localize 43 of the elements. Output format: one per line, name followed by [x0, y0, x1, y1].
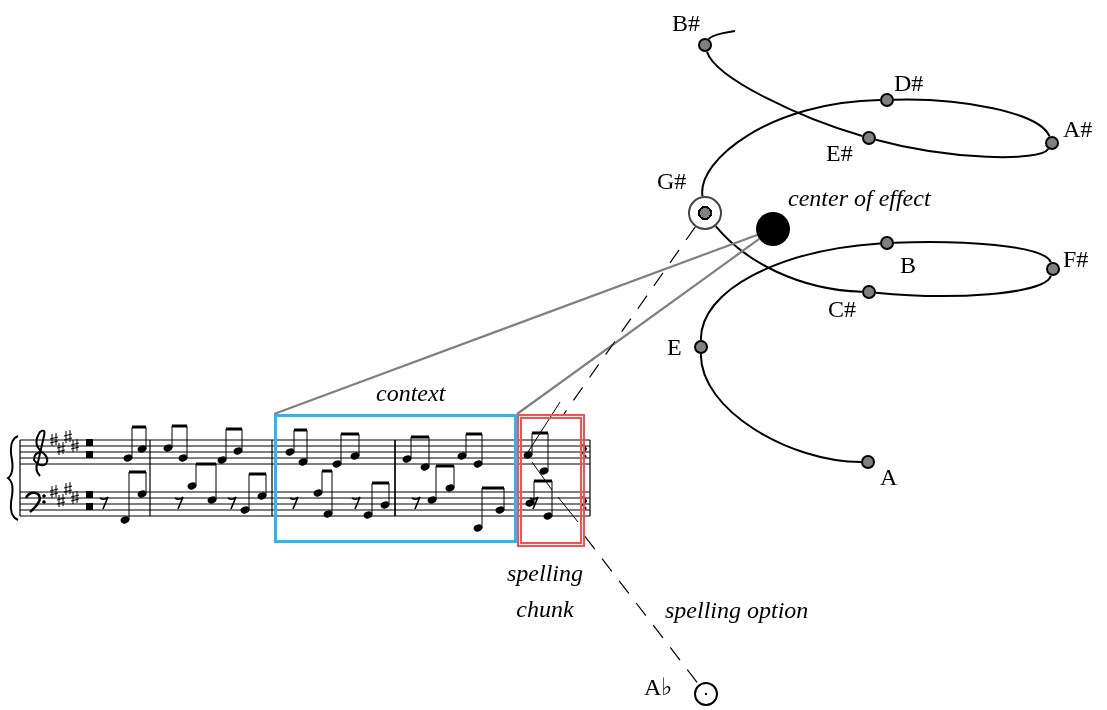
pitch-label: B# [672, 10, 700, 36]
pitch-label: G# [657, 168, 687, 194]
pitch-point [1046, 262, 1060, 276]
spiral-curve [699, 353, 862, 463]
pitch-point [862, 285, 876, 299]
spelling-chunk-box [517, 414, 585, 547]
context-box [274, 414, 517, 543]
pitch-label: E [667, 334, 682, 360]
leader-line [273, 233, 758, 416]
spiral-curve [714, 225, 863, 293]
spiral-curve [701, 99, 881, 198]
pitch-label: A [880, 464, 898, 490]
pitch-label: B [900, 252, 916, 278]
pitch-point [862, 131, 876, 145]
pitch-label: A# [1063, 116, 1093, 142]
context-heading: context [376, 380, 446, 406]
spiral-curve [699, 242, 881, 341]
leader-line [516, 238, 760, 415]
spiral-curve [893, 241, 1052, 264]
dashed-line [563, 226, 696, 415]
annotation-label: spelling option [665, 597, 809, 623]
dashed-line [584, 535, 700, 686]
spelling-option-circle [694, 682, 718, 706]
pitch-label: C# [828, 296, 856, 322]
spiral-curve [706, 50, 864, 138]
chunk-caption: spelling chunk [506, 559, 584, 624]
pitch-label: A♭ [644, 674, 673, 700]
pitch-point [1045, 136, 1059, 150]
selected-pitch-point [688, 196, 722, 230]
pitch-label: D# [894, 70, 924, 96]
center-of-effect-label: center of effect [788, 185, 931, 211]
pitch-label: E# [826, 140, 853, 166]
pitch-label: F# [1063, 246, 1089, 272]
pitch-point [694, 340, 708, 354]
spiral-curve [707, 30, 736, 41]
pitch-point [880, 236, 894, 250]
center-of-effect-dot [756, 212, 790, 246]
spiral-curve [893, 98, 1051, 138]
pitch-point [880, 93, 894, 107]
spiral-curve [874, 138, 1050, 159]
spiral-curve [874, 274, 1052, 297]
pitch-point [698, 38, 712, 52]
pitch-point [861, 455, 875, 469]
